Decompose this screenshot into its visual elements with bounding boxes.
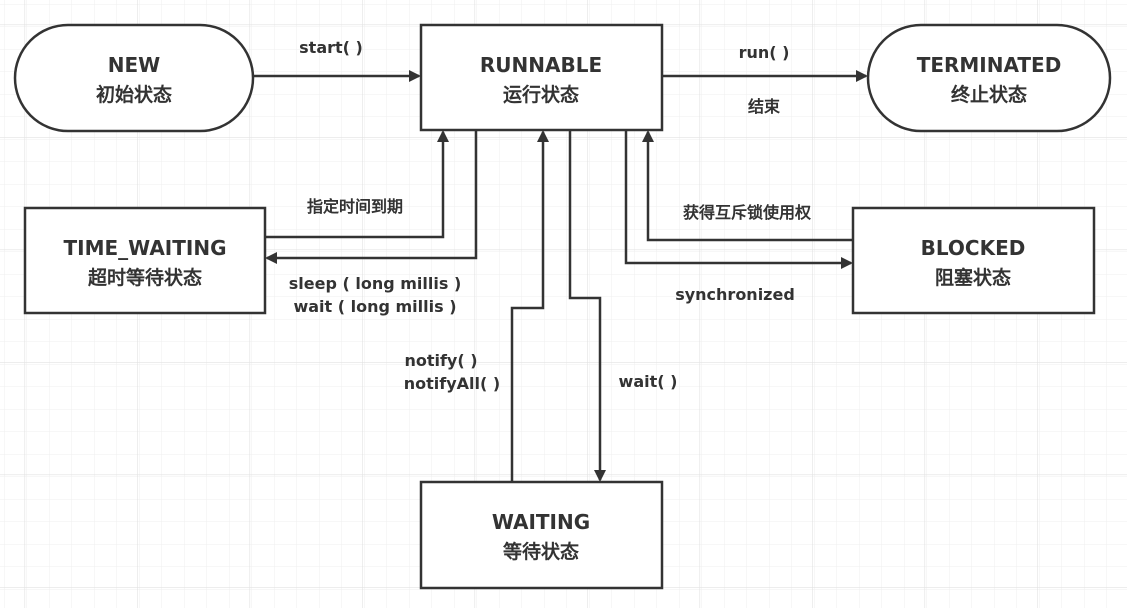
edge-synchronized bbox=[624, 130, 853, 269]
edge-timeout bbox=[265, 130, 449, 239]
label-sleep: sleep ( long millis ) bbox=[289, 274, 462, 293]
state-runnable: RUNNABLE 运行状态 bbox=[419, 23, 664, 132]
state-runnable-cn: 运行状态 bbox=[503, 83, 579, 106]
label-run-end: 结束 bbox=[747, 97, 781, 116]
edge-sleep bbox=[265, 130, 478, 264]
label-timeout: 指定时间到期 bbox=[307, 197, 403, 216]
edge-notify bbox=[510, 130, 549, 482]
state-blocked-name: BLOCKED bbox=[921, 236, 1026, 260]
label-synchronized: synchronized bbox=[675, 285, 795, 304]
edge-acquire-lock bbox=[642, 130, 853, 242]
state-terminated-cn: 终止状态 bbox=[951, 83, 1027, 106]
state-runnable-name: RUNNABLE bbox=[480, 53, 602, 77]
state-new-cn: 初始状态 bbox=[96, 83, 172, 106]
state-new-name: NEW bbox=[108, 53, 160, 77]
state-waiting-name: WAITING bbox=[492, 510, 590, 534]
label-notify-all: notifyAll( ) bbox=[404, 374, 500, 393]
label-notify: notify( ) bbox=[404, 351, 477, 370]
label-run: run( ) bbox=[739, 43, 790, 62]
state-new: NEW 初始状态 bbox=[13, 23, 255, 133]
state-waiting-cn: 等待状态 bbox=[502, 540, 579, 563]
state-terminated-name: TERMINATED bbox=[917, 53, 1062, 77]
state-time-waiting: TIME_WAITING 超时等待状态 bbox=[23, 206, 267, 315]
state-blocked-cn: 阻塞状态 bbox=[935, 266, 1011, 289]
state-time-waiting-name: TIME_WAITING bbox=[64, 236, 227, 260]
state-waiting: WAITING 等待状态 bbox=[419, 480, 664, 590]
state-blocked: BLOCKED 阻塞状态 bbox=[851, 206, 1096, 315]
state-time-waiting-cn: 超时等待状态 bbox=[87, 266, 202, 289]
label-acquire-lock: 获得互斥锁使用权 bbox=[683, 203, 812, 222]
label-wait-timed: wait ( long millis ) bbox=[293, 297, 456, 316]
label-wait: wait( ) bbox=[619, 372, 678, 391]
state-terminated: TERMINATED 终止状态 bbox=[866, 23, 1112, 133]
edge-wait bbox=[568, 130, 606, 482]
label-start: start( ) bbox=[299, 38, 363, 57]
